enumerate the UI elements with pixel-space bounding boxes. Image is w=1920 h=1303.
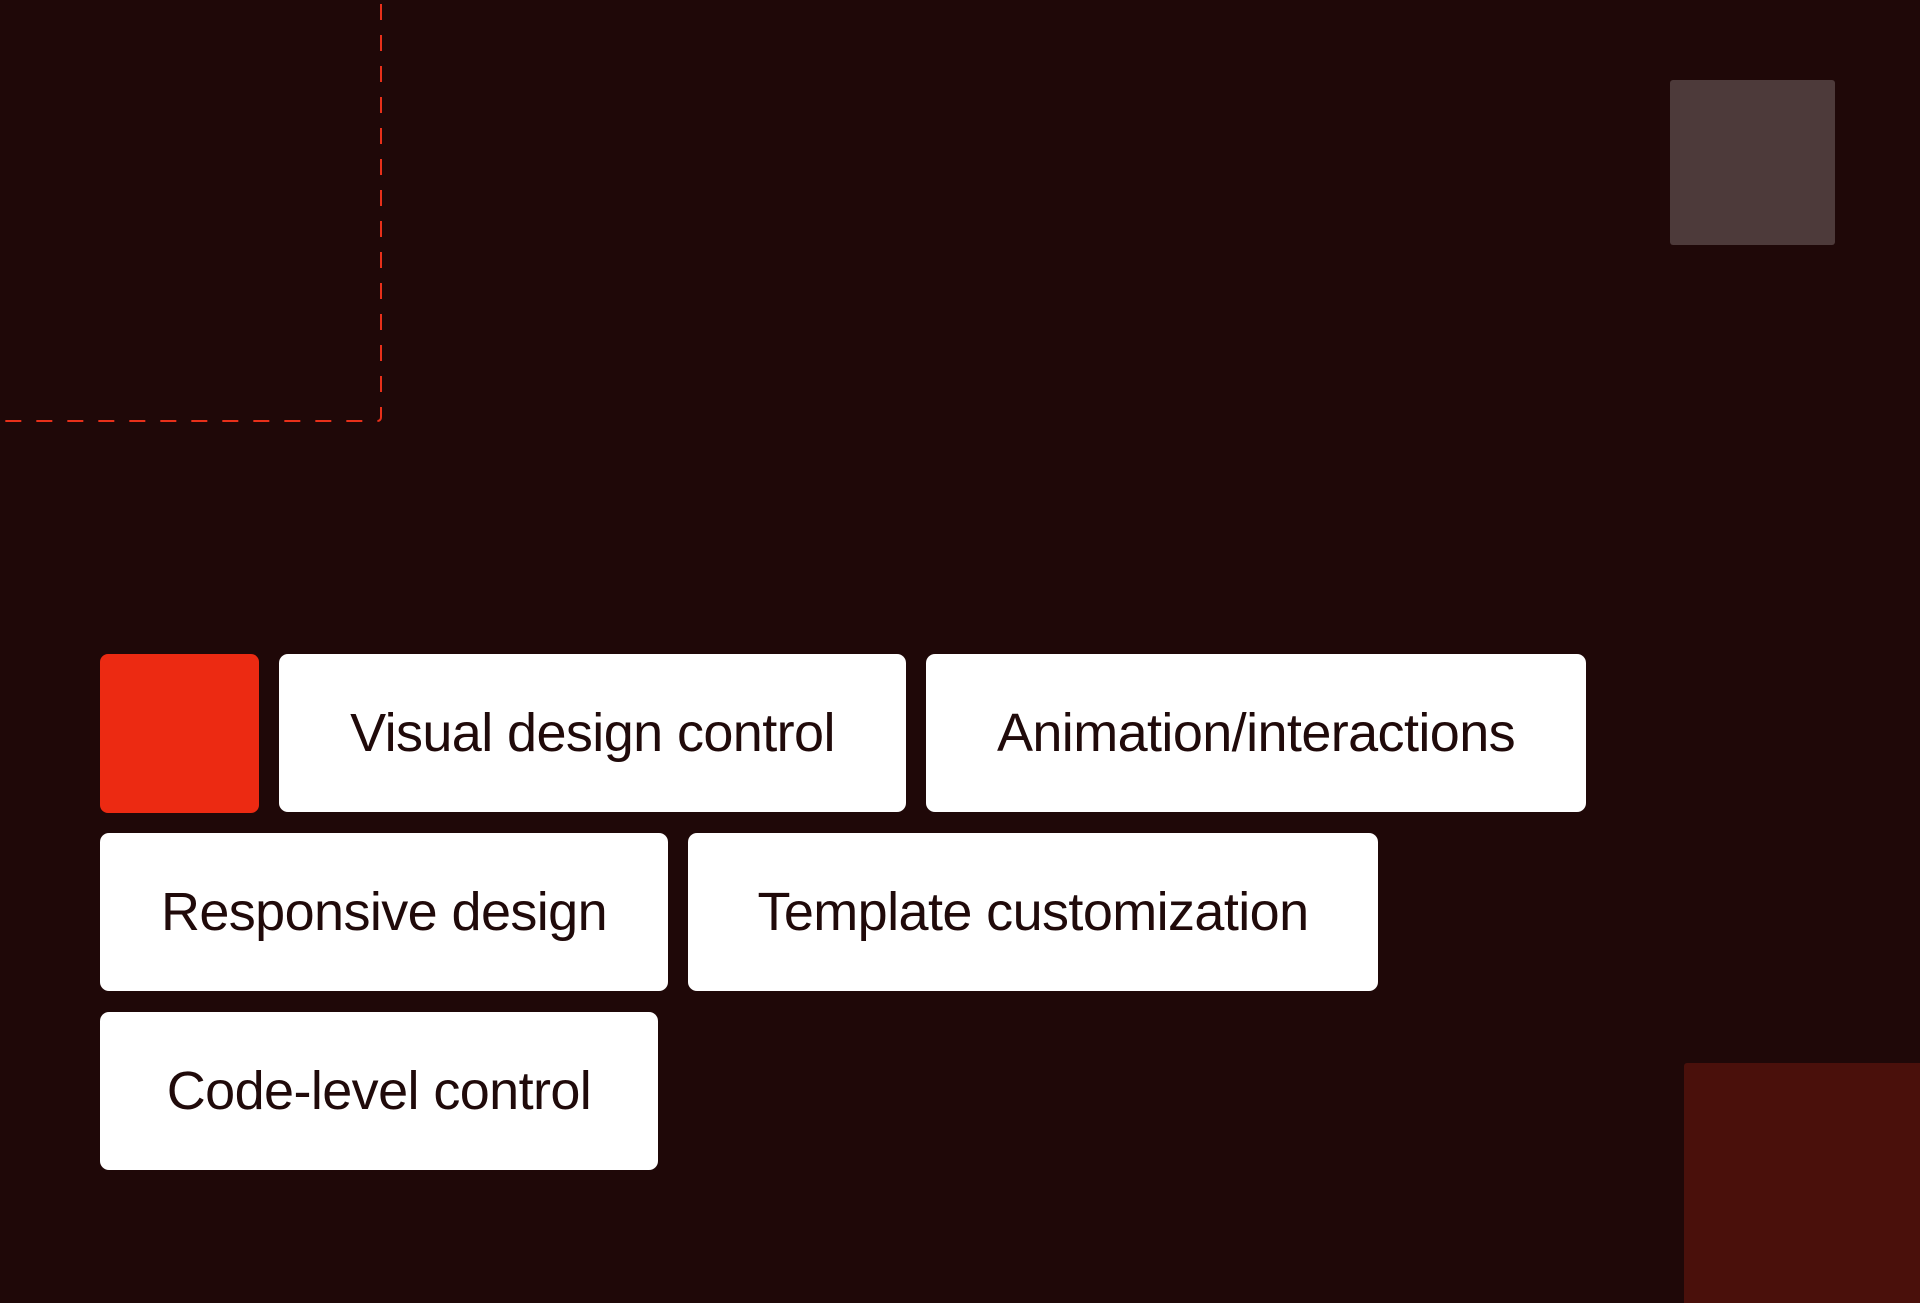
gray-square-decoration — [1670, 80, 1835, 245]
dashed-corner-icon — [0, 4, 382, 422]
chip-label: Visual design control — [350, 703, 835, 763]
chip-visual-design-control[interactable]: Visual design control — [279, 654, 906, 812]
chip-label: Template customization — [757, 882, 1309, 942]
red-accent-square — [100, 654, 259, 813]
chip-responsive-design[interactable]: Responsive design — [100, 833, 668, 991]
chip-code-level-control[interactable]: Code-level control — [100, 1012, 658, 1170]
dashed-frame-decoration — [0, 0, 382, 422]
chip-label: Responsive design — [160, 882, 608, 942]
chip-label: Code-level control — [166, 1061, 592, 1121]
chip-label: Animation/interactions — [996, 703, 1516, 763]
dark-red-block-decoration — [1684, 1063, 1920, 1303]
chip-animation-interactions[interactable]: Animation/interactions — [926, 654, 1586, 812]
chip-template-customization[interactable]: Template customization — [688, 833, 1378, 991]
